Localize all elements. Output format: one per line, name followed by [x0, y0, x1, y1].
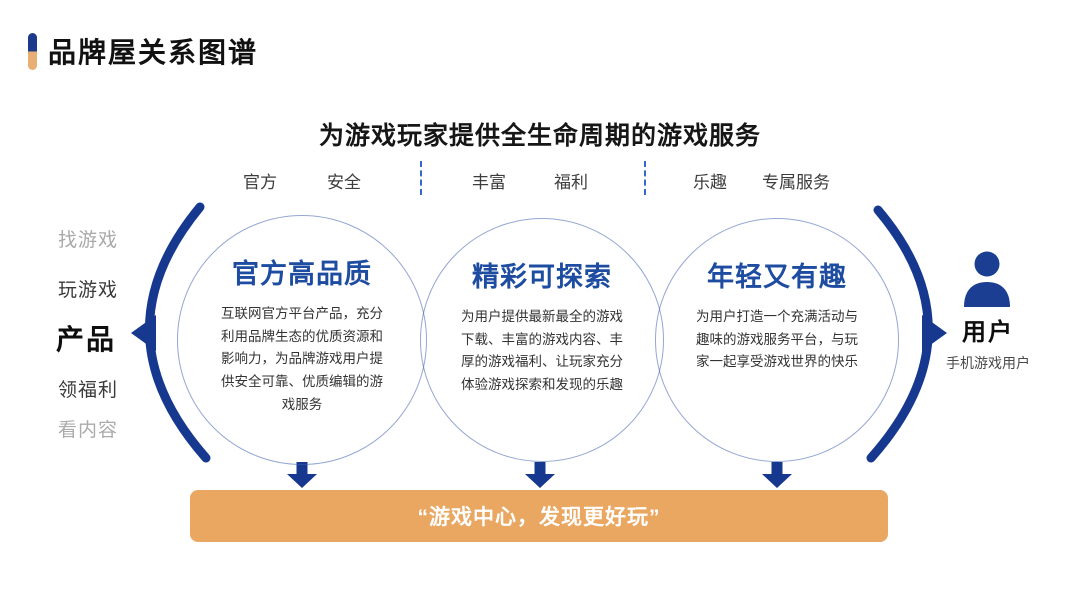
dashed-divider-icon: [644, 161, 646, 195]
down-arrow-icon: [762, 462, 792, 488]
user-sublabel: 手机游戏用户: [946, 355, 1030, 371]
user-icon: [960, 251, 1014, 309]
keyword-welfare: 福利: [554, 173, 588, 192]
circle-title: 年轻又有趣: [707, 262, 847, 292]
keyword-official: 官方: [243, 173, 277, 192]
circle-title: 官方高品质: [232, 259, 372, 289]
circle-description: 为用户打造一个充满活动与趣味的游戏服务平台，与玩家一起享受游戏世界的快乐: [696, 309, 858, 370]
keyword-fun: 乐趣: [693, 173, 727, 192]
circle-exciting-explorable: 精彩可探索 为用户提供最新最全的游戏下载、丰富的游戏内容、丰厚的游戏福利、让玩家…: [420, 218, 664, 462]
user-label: 用户: [962, 319, 1014, 346]
stage-view-content: 看内容: [58, 420, 119, 441]
brand-pill-icon: [28, 33, 37, 70]
dashed-divider-icon: [420, 161, 422, 195]
down-arrow-icon: [287, 462, 317, 488]
circle-description: 为用户提供最新最全的游戏下载、丰富的游戏内容、丰厚的游戏福利、让玩家充分体验游戏…: [461, 309, 623, 393]
stage-play-games: 玩游戏: [58, 280, 119, 301]
slogan-banner: “游戏中心，发现更好玩”: [190, 490, 888, 542]
circle-title: 精彩可探索: [472, 262, 612, 292]
circle-description: 互联网官方平台产品，充分利用品牌生态的优质资源和影响力，为品牌游戏用户提供安全可…: [221, 306, 383, 412]
keyword-safe: 安全: [327, 173, 361, 192]
circle-young-fun: 年轻又有趣 为用户打造一个充满活动与趣味的游戏服务平台，与玩家一起享受游戏世界的…: [655, 218, 899, 462]
stage-get-welfare: 领福利: [58, 380, 119, 401]
page-title: 品牌屋关系图谱: [48, 37, 259, 68]
stage-product: 产品: [56, 324, 117, 355]
keyword-rich: 丰富: [472, 173, 506, 192]
diagram-heading: 为游戏玩家提供全生命周期的游戏服务: [318, 122, 761, 150]
down-arrow-icon: [525, 462, 555, 488]
stage-find-games: 找游戏: [58, 230, 119, 251]
circle-official-quality: 官方高品质 互联网官方平台产品，充分利用品牌生态的优质资源和影响力，为品牌游戏用…: [177, 215, 427, 465]
keyword-exclusive-service: 专属服务: [762, 173, 830, 192]
